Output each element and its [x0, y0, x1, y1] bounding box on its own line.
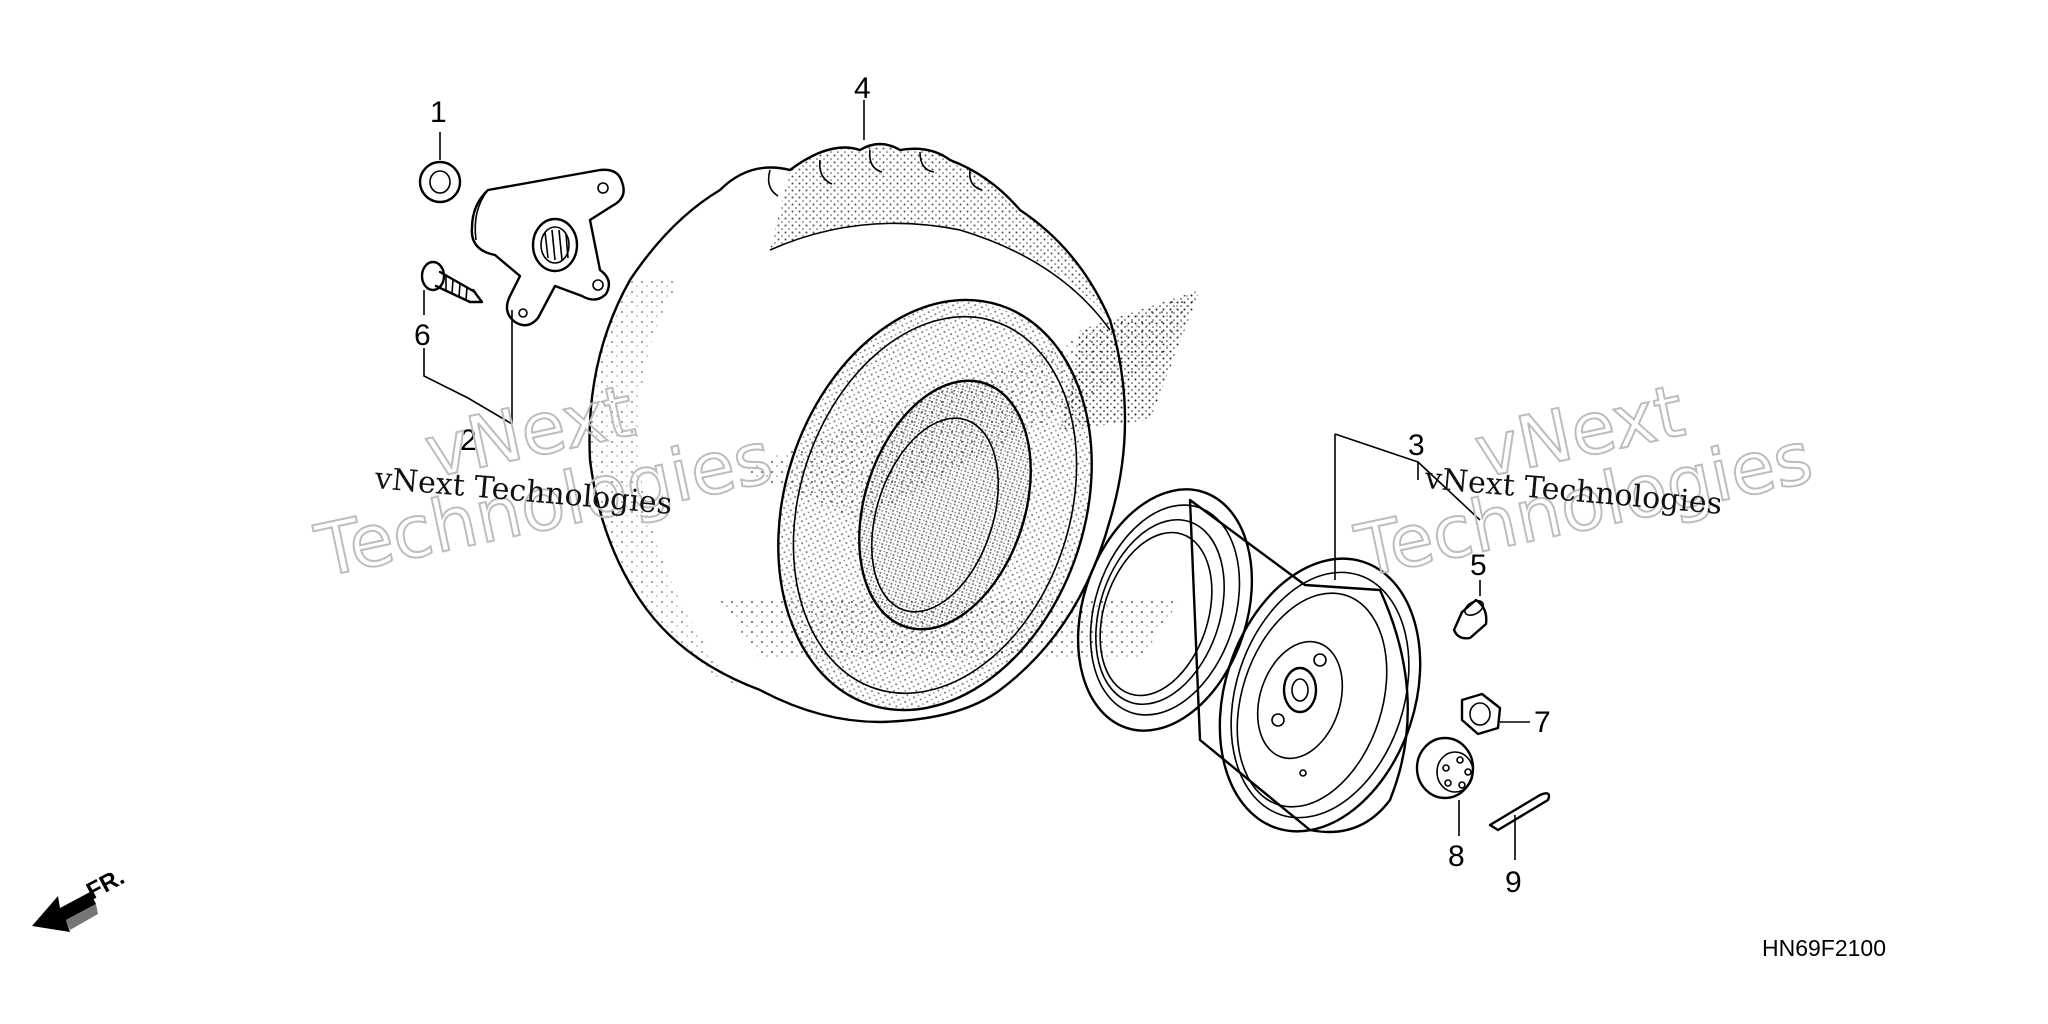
- callout-5[interactable]: 5: [1470, 549, 1487, 582]
- callout-2[interactable]: 2: [460, 424, 477, 457]
- castle-nut-part-8: [1415, 736, 1475, 800]
- leader-lines: [423, 100, 1530, 860]
- diagram-code: HN69F2100: [1762, 935, 1886, 961]
- bearing-part-1: [418, 160, 462, 204]
- rim-part-3: [1076, 488, 1422, 834]
- watermark-left: vNext Technologies vNext Technologies: [307, 367, 780, 594]
- watermark-right: vNext Technologies vNext Technologies: [1347, 367, 1820, 594]
- cotter-pin-part-9: [1488, 792, 1551, 832]
- front-direction-arrow: FR.: [32, 863, 129, 932]
- callout-7[interactable]: 7: [1534, 706, 1551, 739]
- callout-1[interactable]: 1: [430, 96, 447, 129]
- stud-bolt-part-6: [420, 260, 484, 304]
- hub-part-2: [470, 168, 625, 327]
- callout-4[interactable]: 4: [854, 72, 871, 105]
- callout-3[interactable]: 3: [1408, 429, 1425, 462]
- callout-8[interactable]: 8: [1448, 840, 1465, 873]
- valve-stem-part-5: [1452, 598, 1488, 640]
- callout-6[interactable]: 6: [414, 319, 431, 352]
- callout-9[interactable]: 9: [1505, 866, 1522, 899]
- tire-part-4: [588, 142, 1127, 724]
- lug-nut-part-7: [1460, 692, 1502, 736]
